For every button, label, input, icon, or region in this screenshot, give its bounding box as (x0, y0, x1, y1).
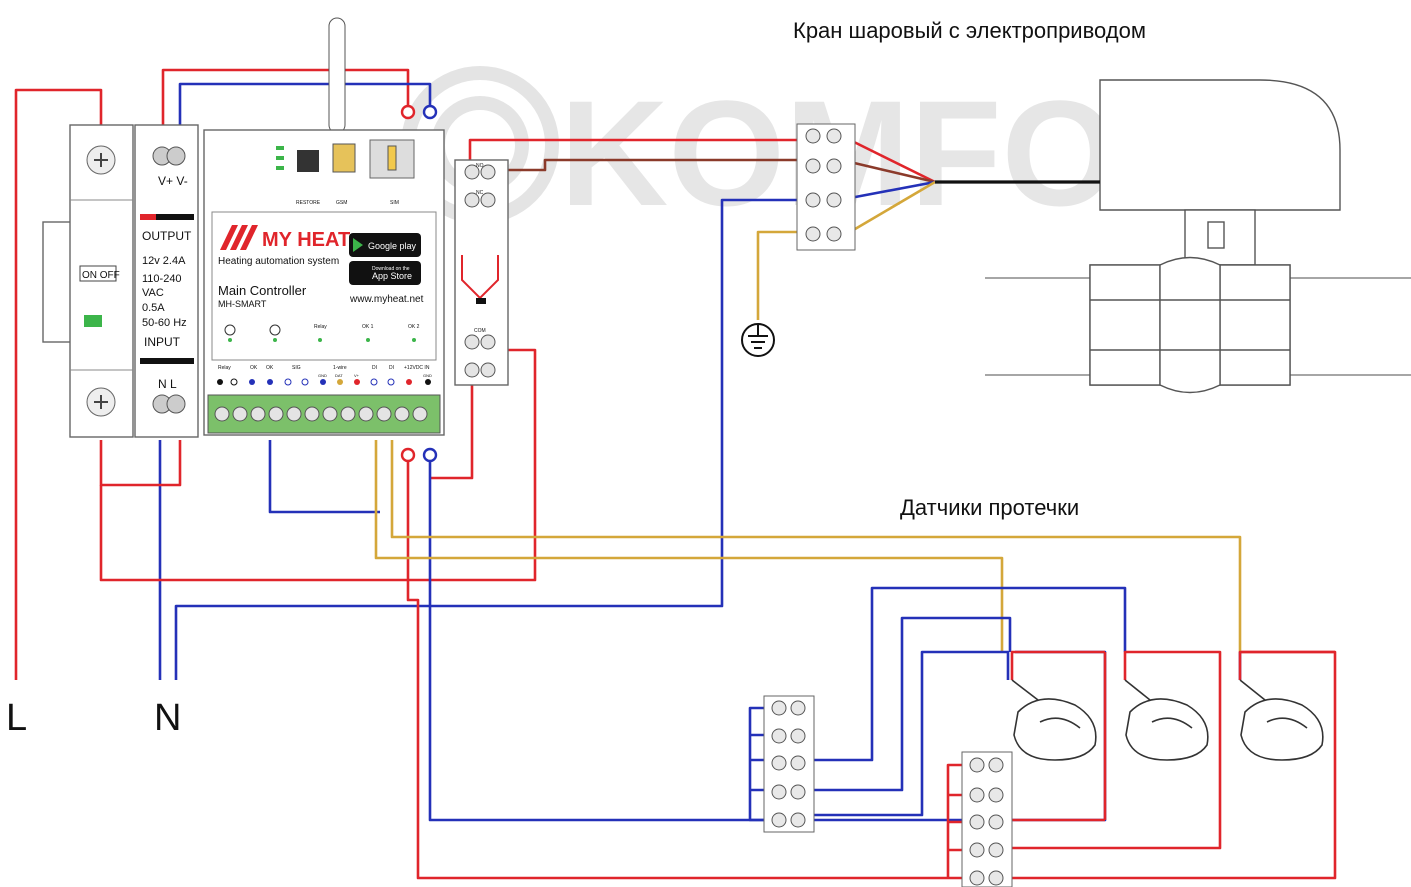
controller-term-1wire: 1-wire (333, 365, 347, 371)
sensor-terminal-block-red (961, 751, 1013, 887)
controller-btn-gsm: GSM (336, 200, 347, 206)
wire-sensor-di-1 (374, 440, 1004, 652)
psu-input-spec-1: 110-240 (142, 273, 182, 285)
controller-led-relay: Relay (314, 324, 327, 330)
wire-l-relay (99, 348, 537, 582)
wire-breaker-psu (99, 440, 182, 487)
wire-n-valve (174, 198, 815, 680)
controller-term-ok2: OK (266, 365, 274, 371)
psu-input-spec-3: 0.5A (142, 302, 165, 314)
wire-relay-coil-pos (430, 370, 474, 480)
controller-term-ok1: OK (250, 365, 258, 371)
psu-top-terminals: V+ V- (158, 174, 188, 188)
main-controller (203, 17, 445, 436)
ground-symbol-icon (741, 323, 775, 357)
controller-store-google: Google play (368, 241, 417, 251)
controller-term-sub-vplus: V+ (354, 373, 360, 378)
controller-term-sub-gnd: GND (318, 373, 327, 378)
controller-term-di1: DI (372, 365, 377, 371)
controller-brand: MY HEAT (262, 229, 350, 251)
relay-top-label-2: NC (476, 190, 484, 196)
relay-module (454, 159, 509, 386)
wire-sensor-red-2 (1000, 650, 1222, 850)
psu-input-title: INPUT (144, 335, 181, 349)
water-leak-sensor-icon (1239, 679, 1324, 761)
controller-term-di2: DI (389, 365, 394, 371)
wire-sensor-red-3 (1238, 650, 1335, 680)
connector-vplus-top (400, 104, 416, 120)
controller-store-apple-small: Download on the (372, 266, 410, 272)
relay-top-label-1: NO (476, 163, 484, 169)
controller-term-sig: SIG (292, 365, 301, 371)
controller-term-sub-gnd2: GND (423, 373, 432, 378)
controller-led-ok2: OK 2 (408, 324, 420, 330)
controller-btn-sim: SIM (390, 200, 399, 206)
psu-input-spec-4: 50-60 Hz (142, 317, 187, 329)
controller-store-apple: App Store (372, 271, 412, 281)
wire-sensor-di-2 (390, 440, 1242, 652)
valve-terminal-block (796, 123, 856, 251)
power-supply (134, 124, 199, 438)
wire-blue-bus (748, 706, 775, 822)
ball-valve-icon (985, 79, 1411, 394)
controller-term-sub-dat: DAT (335, 373, 343, 378)
water-leak-sensor-icon (1011, 679, 1097, 761)
wire-valve-cable-brown (849, 160, 936, 184)
psu-output-spec: 12v 2.4A (142, 255, 186, 267)
wire-valve-cable-yellow (849, 180, 936, 234)
connector-vminus-top (422, 104, 438, 120)
wire-psu-vminus (178, 82, 432, 125)
connector-12v-minus (422, 447, 438, 463)
controller-model-2: MH-SMART (218, 299, 267, 309)
controller-term-relay: Relay (218, 365, 231, 371)
line-l-label: L (6, 697, 27, 739)
water-leak-sensor-icon (1124, 679, 1209, 761)
controller-website: www.myheat.net (349, 294, 424, 305)
wire-l-main (14, 88, 103, 680)
wire-psu-vplus (161, 68, 410, 125)
wire-sensor-blue-1 (795, 586, 1127, 762)
circuit-breaker: ON OFF (42, 124, 134, 438)
controller-btn-restore: RESTORE (296, 200, 321, 206)
sensor-terminal-block-blue (763, 695, 815, 833)
valve-title: Кран шаровый с электроприводом (793, 18, 1146, 43)
line-n-label: N (154, 697, 181, 739)
wire-relay-coil-neg (268, 440, 380, 514)
controller-model-1: Main Controller (218, 283, 307, 298)
psu-bottom-terminals: N L (158, 377, 177, 391)
wire-sensor-red-1 (1010, 650, 1105, 680)
wire-valve-cable-blue (849, 180, 936, 200)
sensors-title: Датчики протечки (900, 495, 1079, 520)
controller-term-12v: +12VDC IN (404, 365, 430, 371)
wire-valve-cable-red (849, 138, 936, 184)
wire-ground (756, 230, 815, 320)
terminal-dots (217, 378, 431, 386)
psu-output-title: OUTPUT (142, 229, 192, 243)
antenna-icon (328, 17, 346, 134)
controller-led-ok1: OK 1 (362, 324, 374, 330)
controller-subtitle: Heating automation system (218, 256, 339, 267)
relay-coil-label: COM (474, 328, 486, 334)
connector-12v-plus (400, 447, 416, 463)
breaker-switch-text: ON OFF (82, 270, 120, 281)
wire-sensor-blue-3b (795, 650, 1010, 817)
wire-sensor-blue-2 (795, 616, 1012, 792)
psu-input-spec-2: VAC (142, 287, 164, 299)
